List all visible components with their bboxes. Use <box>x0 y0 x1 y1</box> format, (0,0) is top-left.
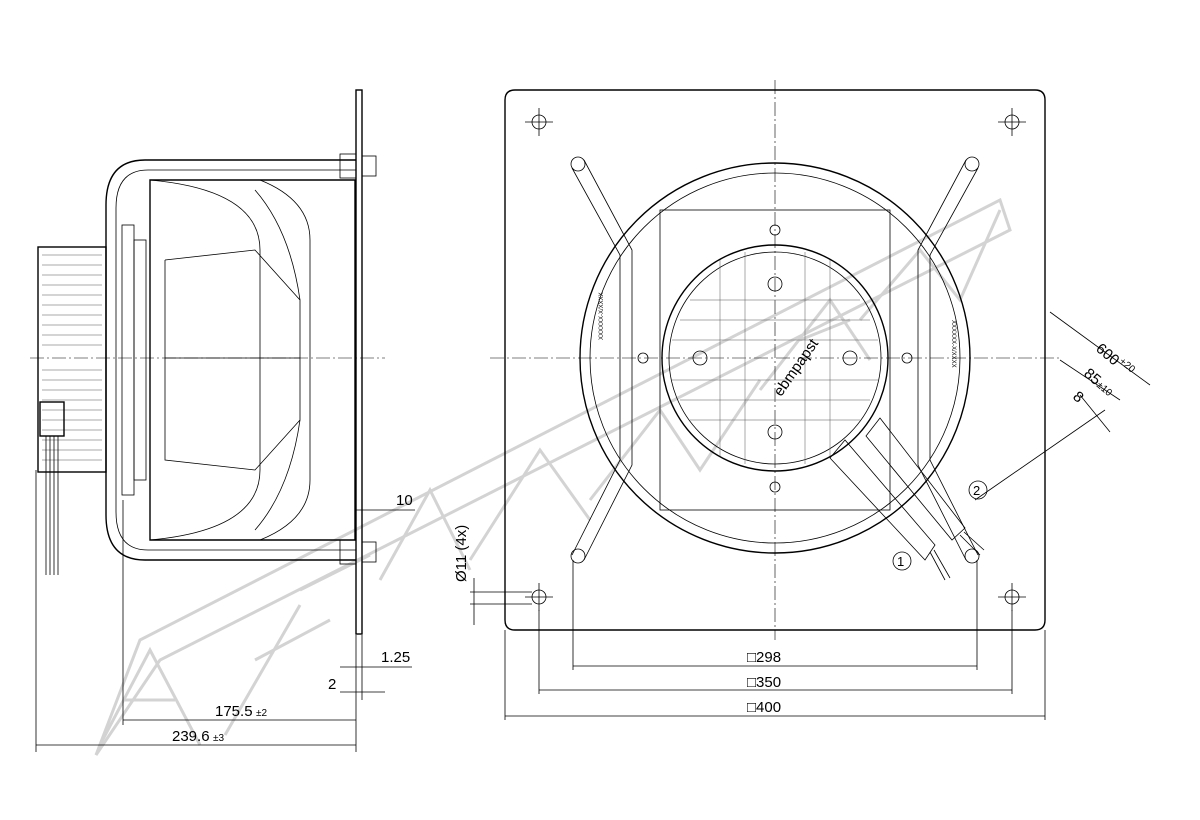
dim-plate-thickness: 1.25 <box>381 649 410 666</box>
dim-hole: Ø11 (4x) <box>453 525 470 582</box>
callout-1: 1 <box>897 554 904 569</box>
impeller-body <box>149 179 356 541</box>
guard-struts <box>570 156 980 564</box>
front-view: ebmpapst XXXXXX-X/XXXX XXXXXX-X/XXXX 1 2 <box>453 80 1151 720</box>
front-cable <box>829 417 985 581</box>
watermark-logo <box>94 197 1012 756</box>
dim-plate-gap: 2 <box>328 676 336 693</box>
dim-square-400: □400 <box>747 699 781 716</box>
dim-side-width-total: 239.6 <box>172 728 210 745</box>
dim-clearance: 10 <box>396 492 413 509</box>
dim-side-width-body: 175.5 <box>215 703 253 720</box>
dim-side-width-body-tol: ±2 <box>256 708 267 719</box>
label-plate-right: XXXXXX-X/XXXX <box>950 320 956 368</box>
label-plate-left: XXXXXX-X/XXXX <box>599 292 605 340</box>
motor-disc <box>661 244 889 472</box>
dim-square-350: □350 <box>747 674 781 691</box>
dim-strip-end: 8 <box>1069 388 1086 406</box>
cable-wires <box>45 436 59 575</box>
side-view: 175.5 ±2 239.6 ±3 2 1.25 10 <box>30 89 415 752</box>
side-dimension-lines <box>35 470 415 752</box>
guard-frame <box>105 159 356 561</box>
front-dimension-lines <box>470 311 1151 720</box>
square-plate <box>504 89 1046 631</box>
callout-2-circle <box>968 480 988 500</box>
inlet-ring-outer <box>579 162 971 554</box>
corner-holes <box>525 108 1026 611</box>
callout-1-circle <box>892 551 912 571</box>
dim-square-298: □298 <box>747 649 781 666</box>
cable-gland <box>39 401 65 437</box>
mounting-plate <box>355 89 363 635</box>
motor-housing <box>37 246 107 473</box>
callout-2: 2 <box>973 483 980 498</box>
dim-side-width-total-tol: ±3 <box>213 733 224 744</box>
